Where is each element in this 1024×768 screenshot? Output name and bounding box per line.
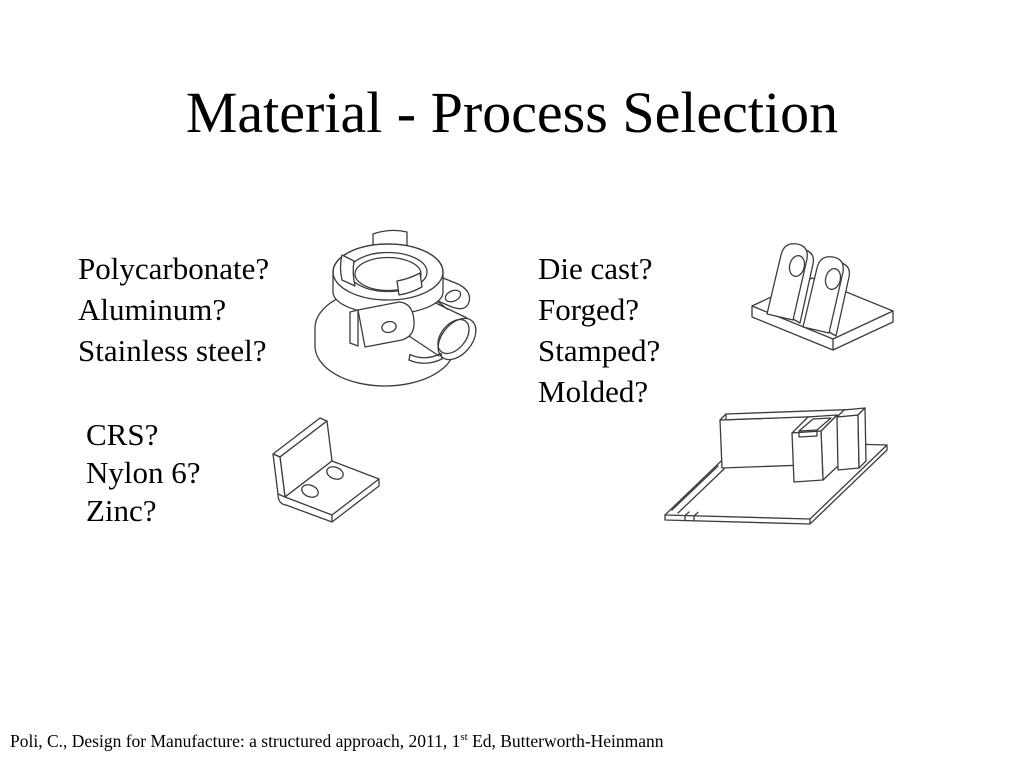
list-line: Stamped?: [538, 333, 661, 368]
list-line: Nylon 6?: [86, 455, 201, 490]
list-line: Polycarbonate?: [78, 251, 270, 286]
material-questions-bottom-list: CRS? Nylon 6? Zinc?: [86, 416, 201, 530]
citation-text: Ed, Butterworth-Heinmann: [467, 731, 664, 751]
cast-housing-drawing-icon: [314, 229, 477, 387]
list-line: Stainless steel?: [78, 333, 267, 368]
angle-bracket-drawing-icon: [272, 417, 380, 523]
process-questions-list: Die cast? Forged? Stamped? Molded?: [538, 248, 660, 412]
list-line: Molded?: [538, 374, 649, 409]
slide-title: Material - Process Selection: [185, 80, 839, 145]
citation: Poli, C., Design for Manufacture: a stru…: [10, 730, 664, 753]
list-line: Die cast?: [538, 251, 653, 286]
list-line: Forged?: [538, 292, 640, 327]
citation-superscript: st: [460, 731, 468, 744]
citation-text: Poli, C., Design for Manufacture: a stru…: [10, 731, 461, 751]
list-line: Aluminum?: [78, 292, 227, 327]
list-line: CRS?: [86, 417, 159, 452]
list-line: Zinc?: [86, 493, 157, 528]
clevis-bracket-drawing-icon: [751, 243, 894, 351]
material-questions-top-list: Polycarbonate? Aluminum? Stainless steel…: [78, 248, 269, 371]
ribbed-plate-drawing-icon: [664, 407, 888, 525]
